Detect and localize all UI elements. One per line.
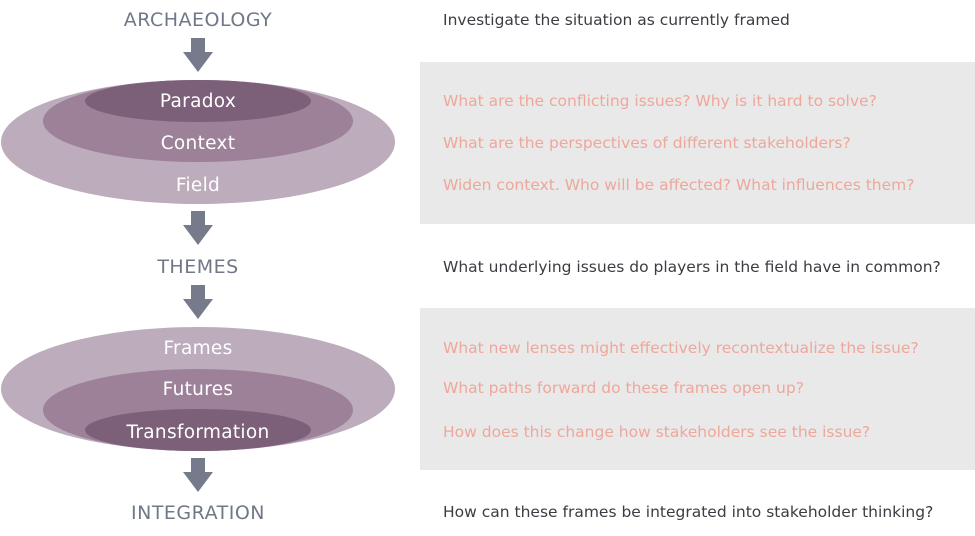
questions-panel-2 [420,308,975,470]
down-arrow-icon [183,285,213,319]
question-futures: What paths forward do these frames open … [443,379,804,397]
down-arrow-icon [183,38,213,72]
question-frames: What new lenses might effectively recont… [443,339,919,357]
question-context: What are the perspectives of different s… [443,134,851,152]
stage-archaeology: ARCHAEOLOGY [123,9,273,31]
stage-themes: THEMES [157,256,239,278]
question-paradox: What are the conflicting issues? Why is … [443,92,877,110]
down-arrow-icon [183,458,213,492]
statement-integration: How can these frames be integrated into … [443,503,934,521]
down-arrow-icon [183,211,213,245]
questions-panel-1 [420,62,975,224]
concentric-rings-2 [1,327,395,451]
ring-label-context: Context [160,133,236,154]
ring-label-field: Field [175,175,221,196]
ring-label-futures: Futures [162,379,234,400]
question-transformation: How does this change how stakeholders se… [443,423,871,441]
ring-label-transformation: Transformation [126,422,270,443]
ring-label-paradox: Paradox [159,91,237,112]
concentric-rings-1 [1,80,395,204]
ring-transformation [85,409,311,451]
ring-label-frames: Frames [163,338,233,359]
stage-integration: INTEGRATION [131,502,265,524]
statement-archaeology: Investigate the situation as currently f… [443,11,790,29]
statement-themes: What underlying issues do players in the… [443,258,941,276]
ring-paradox [85,80,311,122]
question-field: Widen context. Who will be affected? Wha… [443,176,915,194]
